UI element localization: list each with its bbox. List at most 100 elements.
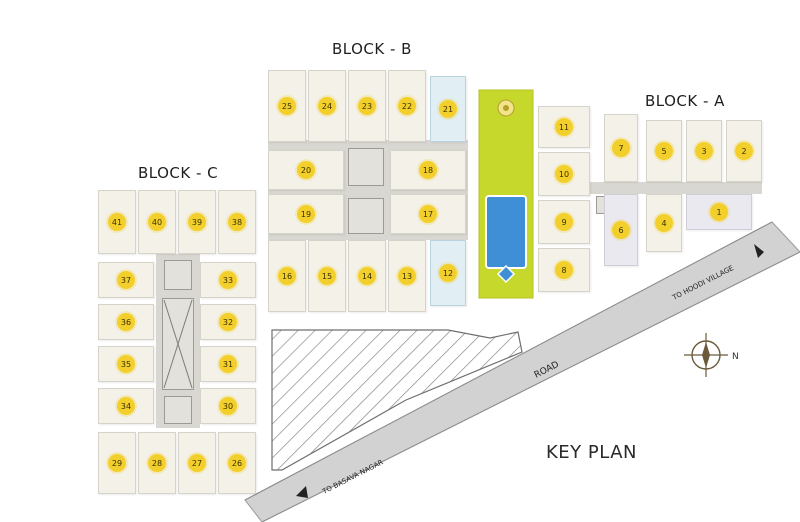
- unit-38[interactable]: 38: [218, 190, 256, 254]
- unit-16[interactable]: 16: [268, 240, 306, 312]
- block-c-stair-1: [164, 260, 192, 290]
- unit-number: 29: [108, 454, 126, 472]
- unit-number: 24: [318, 97, 336, 115]
- unit-18[interactable]: 18: [390, 150, 466, 190]
- unit-23[interactable]: 23: [348, 70, 386, 142]
- unit-15[interactable]: 15: [308, 240, 346, 312]
- north-compass-icon: [684, 333, 728, 377]
- unit-number: 38: [228, 213, 246, 231]
- unit-number: 21: [439, 100, 457, 118]
- unit-number: 20: [297, 161, 315, 179]
- unit-number: 30: [219, 397, 237, 415]
- unit-4[interactable]: 4: [646, 194, 682, 252]
- unit-number: 25: [278, 97, 296, 115]
- road-edge-top: [244, 221, 773, 501]
- unit-37[interactable]: 37: [98, 262, 154, 298]
- unit-25[interactable]: 25: [268, 70, 306, 142]
- unit-30[interactable]: 30: [200, 388, 256, 424]
- unit-number: 12: [439, 264, 457, 282]
- unit-8[interactable]: 8: [538, 248, 590, 292]
- unit-number: 5: [655, 142, 673, 160]
- unit-3[interactable]: 3: [686, 120, 722, 182]
- unit-number: 9: [555, 213, 573, 231]
- unit-number: 16: [278, 267, 296, 285]
- unit-number: 15: [318, 267, 336, 285]
- unit-number: 18: [419, 161, 437, 179]
- unit-number: 7: [612, 139, 630, 157]
- unit-number: 2: [735, 142, 753, 160]
- unit-number: 26: [228, 454, 246, 472]
- unit-14[interactable]: 14: [348, 240, 386, 312]
- unit-31[interactable]: 31: [200, 346, 256, 382]
- unit-32[interactable]: 32: [200, 304, 256, 340]
- unit-number: 28: [148, 454, 166, 472]
- unit-number: 33: [219, 271, 237, 289]
- unit-36[interactable]: 36: [98, 304, 154, 340]
- unit-41[interactable]: 41: [98, 190, 136, 254]
- swimming-pool: [485, 195, 527, 269]
- unit-26[interactable]: 26: [218, 432, 256, 494]
- block-b-label: BLOCK - B: [332, 40, 412, 58]
- unit-7[interactable]: 7: [604, 114, 638, 182]
- left-arrow-icon: [296, 486, 308, 498]
- unit-9[interactable]: 9: [538, 200, 590, 244]
- unit-number: 8: [555, 261, 573, 279]
- block-c-stair-2: [164, 396, 192, 424]
- unit-35[interactable]: 35: [98, 346, 154, 382]
- unit-40[interactable]: 40: [138, 190, 176, 254]
- pool-deck-icon: [496, 264, 516, 284]
- unit-number: 39: [188, 213, 206, 231]
- lift-core-cross-icon: [163, 299, 193, 389]
- unit-number: 11: [555, 118, 573, 136]
- block-b-stair-2: [348, 198, 384, 234]
- unit-5[interactable]: 5: [646, 120, 682, 182]
- unit-number: 40: [148, 213, 166, 231]
- unit-number: 13: [398, 267, 416, 285]
- unit-number: 10: [555, 165, 573, 183]
- unit-number: 6: [612, 221, 630, 239]
- north-label: N: [732, 352, 739, 362]
- key-plan-title: KEY PLAN: [546, 442, 637, 463]
- unit-1[interactable]: 1: [686, 194, 752, 230]
- unit-29[interactable]: 29: [98, 432, 136, 494]
- unit-34[interactable]: 34: [98, 388, 154, 424]
- road-edge-bottom: [261, 251, 800, 522]
- unit-27[interactable]: 27: [178, 432, 216, 494]
- unit-12[interactable]: 12: [430, 240, 466, 306]
- hatched-open-area: [271, 329, 523, 471]
- unit-17[interactable]: 17: [390, 194, 466, 234]
- unit-24[interactable]: 24: [308, 70, 346, 142]
- block-c-label: BLOCK - C: [138, 164, 219, 182]
- unit-number: 35: [117, 355, 135, 373]
- unit-10[interactable]: 10: [538, 152, 590, 196]
- unit-19[interactable]: 19: [268, 194, 344, 234]
- unit-20[interactable]: 20: [268, 150, 344, 190]
- unit-number: 14: [358, 267, 376, 285]
- unit-2[interactable]: 2: [726, 120, 762, 182]
- unit-number: 27: [188, 454, 206, 472]
- unit-number: 17: [419, 205, 437, 223]
- unit-39[interactable]: 39: [178, 190, 216, 254]
- unit-number: 34: [117, 397, 135, 415]
- block-a-corridor: [590, 182, 762, 194]
- unit-33[interactable]: 33: [200, 262, 256, 298]
- unit-number: 4: [655, 214, 673, 232]
- right-arrow-icon: [754, 244, 764, 258]
- unit-number: 22: [398, 97, 416, 115]
- unit-number: 41: [108, 213, 126, 231]
- unit-22[interactable]: 22: [388, 70, 426, 142]
- unit-6[interactable]: 6: [604, 194, 638, 266]
- unit-number: 19: [297, 205, 315, 223]
- unit-13[interactable]: 13: [388, 240, 426, 312]
- unit-number: 3: [695, 142, 713, 160]
- unit-21[interactable]: 21: [430, 76, 466, 142]
- block-b-stair-1: [348, 148, 384, 186]
- unit-28[interactable]: 28: [138, 432, 176, 494]
- unit-11[interactable]: 11: [538, 106, 590, 148]
- unit-number: 1: [710, 203, 728, 221]
- unit-number: 31: [219, 355, 237, 373]
- unit-number: 23: [358, 97, 376, 115]
- unit-number: 36: [117, 313, 135, 331]
